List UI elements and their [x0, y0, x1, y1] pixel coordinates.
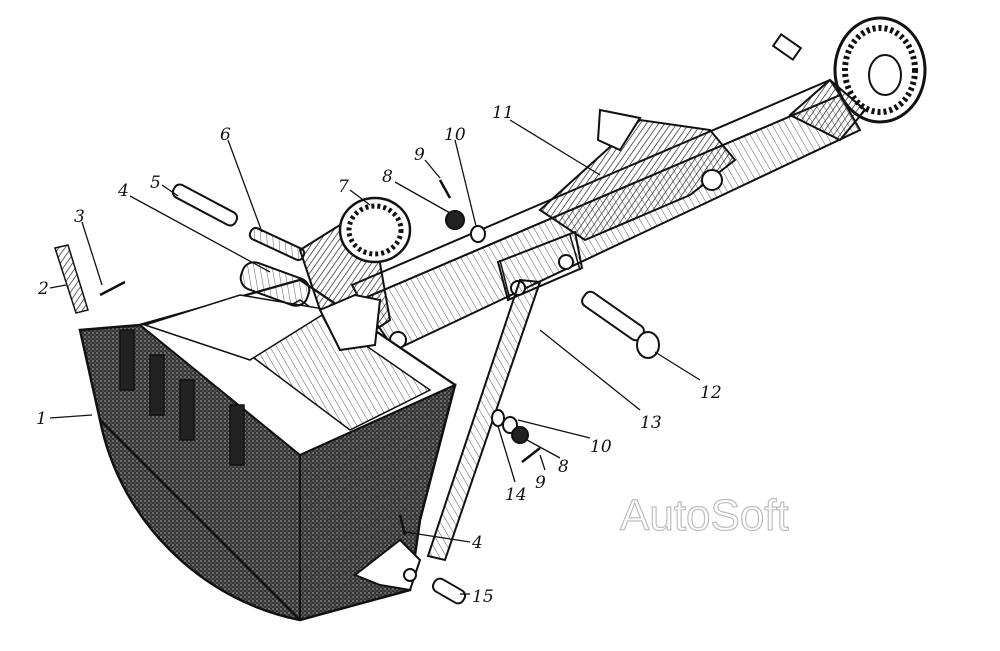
leader-lines: [49, 119, 701, 595]
upper-bracket: [538, 108, 737, 242]
pin-5: [171, 183, 239, 227]
callout-4-bottom: 4: [471, 533, 483, 553]
callout-11: 11: [492, 103, 514, 123]
pin-6: [248, 226, 306, 262]
callout-2: 2: [37, 279, 49, 299]
lock-plate-2: [54, 244, 89, 314]
washer-10-top: [470, 225, 486, 243]
hinge-block: [239, 196, 412, 352]
dump-link: [426, 278, 542, 562]
callout-8-bottom: 8: [558, 457, 569, 477]
cotter-9-bottom: [521, 447, 541, 463]
callout-12: 12: [700, 383, 722, 403]
callout-9-bottom: 9: [535, 473, 546, 493]
callout-14: 14: [505, 485, 527, 505]
callout-1: 1: [36, 409, 47, 429]
callout-8-top: 8: [382, 167, 393, 187]
callout-9-top: 9: [414, 145, 425, 165]
callout-13: 13: [640, 413, 662, 433]
cotter-4-bottom: [398, 514, 407, 536]
callout-4-top: 4: [117, 181, 129, 201]
callout-3: 3: [74, 207, 85, 227]
callout-10-bottom: 10: [590, 437, 612, 457]
pin-3: [99, 280, 126, 297]
watermark-text: AutoSoft: [620, 491, 789, 540]
callout-10-top: 10: [444, 125, 466, 145]
bucket: [78, 278, 458, 622]
end-sheave: [771, 16, 927, 142]
bolt-12: [581, 290, 660, 359]
pin-15: [431, 577, 467, 605]
callout-15: 15: [472, 587, 494, 607]
nut-8-bottom: [511, 426, 529, 444]
cotter-9-top: [438, 179, 452, 199]
nut-8-top: [445, 210, 465, 230]
callouts: 1 2 3 4 5 6 7 8 9 10 11 12 13 10 8 9 14 …: [36, 103, 722, 607]
callout-7: 7: [338, 177, 349, 197]
callout-5: 5: [150, 173, 161, 193]
callout-6: 6: [220, 125, 231, 145]
